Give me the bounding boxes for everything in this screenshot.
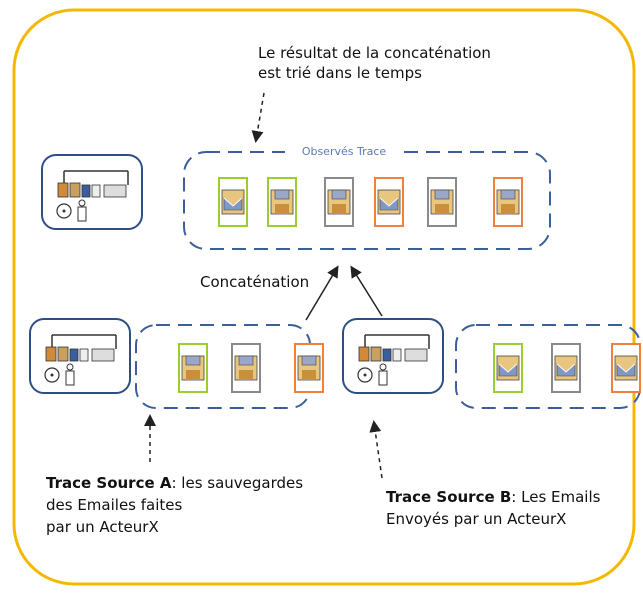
source-a-items	[178, 343, 324, 393]
save-icon	[181, 355, 205, 381]
observed-save-item-2	[267, 177, 297, 227]
source-b-desc-2: Envoyés par un ActeurX	[386, 510, 567, 528]
actor-b-icon	[342, 318, 444, 394]
email-icon	[614, 355, 638, 381]
observed-trace-label: Observés Trace	[302, 145, 387, 158]
actor-a-icon	[29, 318, 131, 394]
source-b-heading: Trace Source B: Les Emails	[386, 488, 600, 507]
observed-save-item-6	[493, 177, 523, 227]
source-b-desc-1: : Les Emails	[511, 488, 601, 506]
source-a-title: Trace Source A	[46, 474, 172, 492]
concat-arrow-left	[305, 265, 339, 321]
save-icon	[496, 189, 520, 215]
source-a-desc-1: : les sauvegardes	[171, 474, 304, 492]
email-icon	[377, 189, 401, 215]
source-b-email-item-1	[493, 343, 523, 393]
source-b-title: Trace Source B	[386, 488, 512, 506]
source-a-trace-box	[135, 324, 311, 409]
email-icon	[554, 355, 578, 381]
outer-frame	[12, 8, 636, 586]
observed-save-item-3	[324, 177, 354, 227]
source-a-save-item-1	[178, 343, 208, 393]
note-line-1: Le résultat de la concaténation	[258, 44, 491, 62]
source-a-desc-3: par un ActeurX	[46, 518, 159, 536]
concat-label: Concaténation	[200, 273, 310, 291]
note-line-2: est trié dans le temps	[258, 64, 422, 82]
source-b-trace-box	[455, 324, 641, 409]
note-arrow	[251, 92, 265, 143]
source-b-email-item-3	[611, 343, 641, 393]
source-b-email-item-2	[551, 343, 581, 393]
email-icon	[496, 355, 520, 381]
source-a-desc-2: des Emailes faites	[46, 496, 183, 514]
concat-arrow-right	[350, 265, 383, 317]
save-icon	[430, 189, 454, 215]
email-icon	[221, 189, 245, 215]
source-b-pointer	[369, 420, 383, 479]
observed-trace-items	[218, 177, 523, 227]
save-icon	[327, 189, 351, 215]
save-icon	[297, 355, 321, 381]
observed-email-item-4	[374, 177, 404, 227]
save-icon	[270, 189, 294, 215]
observed-email-item-1	[218, 177, 248, 227]
source-a-save-item-2	[231, 343, 261, 393]
source-a-save-item-3	[294, 343, 324, 393]
actor-top-icon	[41, 154, 143, 230]
source-b-items	[493, 343, 641, 393]
observed-save-item-5	[427, 177, 457, 227]
source-a-heading: Trace Source A: les sauvegardes	[46, 474, 303, 493]
save-icon	[234, 355, 258, 381]
